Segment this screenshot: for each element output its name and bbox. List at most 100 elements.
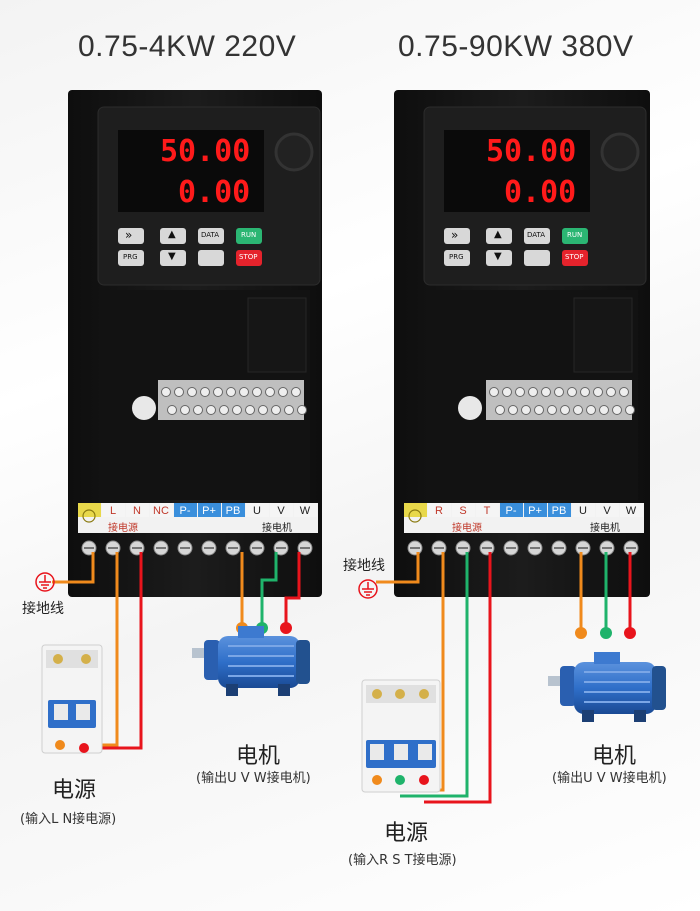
left-run-key[interactable]: [236, 228, 262, 244]
right-control-screw[interactable]: [580, 387, 590, 397]
left-terminal-label-P-: P-: [180, 505, 191, 517]
left-control-screw[interactable]: [213, 387, 223, 397]
left-control-screw[interactable]: [291, 387, 301, 397]
left-control-screw[interactable]: [284, 405, 294, 415]
left-control-screw[interactable]: [187, 387, 197, 397]
right-prg-key[interactable]: [444, 250, 470, 266]
left-control-screw[interactable]: [278, 387, 288, 397]
right-terminal-label-P-: P-: [506, 505, 517, 517]
right-display-bottom: 0.00: [504, 175, 577, 210]
right-control-screw[interactable]: [489, 387, 499, 397]
right-stop-key-label: STOP: [565, 253, 584, 261]
right-down-key[interactable]: [486, 250, 512, 266]
right-terminal-label-U: U: [579, 505, 587, 517]
left-control-screw[interactable]: [161, 387, 171, 397]
left-up-key-label: ▲: [168, 229, 176, 240]
right-stop-key[interactable]: [562, 250, 588, 266]
right-terminal-label-W: W: [626, 505, 637, 517]
left-control-screw[interactable]: [226, 387, 236, 397]
right-control-screw[interactable]: [554, 387, 564, 397]
left-control-terminals: [158, 380, 304, 420]
right-data-key[interactable]: [524, 228, 550, 244]
left-prg-key-label: PRG: [123, 253, 138, 261]
left-up-key[interactable]: [160, 228, 186, 244]
right-motor-w-point: [624, 627, 636, 639]
left-prg-key[interactable]: [118, 250, 144, 266]
right-control-screw[interactable]: [541, 387, 551, 397]
left-data-key[interactable]: [198, 228, 224, 244]
right-terminal-label-P+: P+: [528, 505, 542, 517]
left-control-screw[interactable]: [258, 405, 268, 415]
right-motor-note: (输出U V W接电机): [552, 771, 667, 786]
left-control-screw[interactable]: [167, 405, 177, 415]
right-terminal-cell-P-: [500, 503, 523, 517]
right-control-screw[interactable]: [515, 387, 525, 397]
right-control-screw[interactable]: [534, 405, 544, 415]
left-control-screw[interactable]: [200, 387, 210, 397]
left-fwd-key[interactable]: [118, 228, 144, 244]
right-run-key-label: RUN: [567, 231, 583, 239]
left-control-screw[interactable]: [252, 387, 262, 397]
right-control-screw[interactable]: [593, 387, 603, 397]
left-display-top: 50.00: [160, 134, 251, 169]
right-fwd-key[interactable]: [444, 228, 470, 244]
left-control-screw[interactable]: [206, 405, 216, 415]
right-control-screw[interactable]: [573, 405, 583, 415]
right-control-screw[interactable]: [508, 405, 518, 415]
left-knob[interactable]: [274, 132, 314, 172]
left-terminal-label-U: U: [253, 505, 261, 517]
right-control-screw[interactable]: [567, 387, 577, 397]
right-control-screw[interactable]: [547, 405, 557, 415]
left-keypad: [118, 228, 262, 266]
right-control-screw[interactable]: [502, 387, 512, 397]
left-wires: [52, 552, 301, 750]
right-prg-key-label: PRG: [449, 253, 464, 261]
left-control-screw[interactable]: [193, 405, 203, 415]
left-power-group-label: 接电源: [108, 523, 138, 534]
right-func-key[interactable]: [524, 250, 550, 266]
right-control-screw[interactable]: [612, 405, 622, 415]
left-control-screw[interactable]: [174, 387, 184, 397]
left-control-screw[interactable]: [239, 387, 249, 397]
right-ground-label: 接地线: [343, 558, 385, 574]
right-up-key[interactable]: [486, 228, 512, 244]
left-motor-note: (输出U V W接电机): [196, 771, 311, 786]
left-terminal-label-NC: NC: [153, 505, 169, 517]
left-terminal-cell-P-: [174, 503, 197, 517]
left-down-key[interactable]: [160, 250, 186, 266]
left-control-screw[interactable]: [297, 405, 307, 415]
left-terminal-label-N: N: [133, 505, 141, 517]
right-control-screw[interactable]: [586, 405, 596, 415]
left-control-screw[interactable]: [271, 405, 281, 415]
left-control-screw[interactable]: [180, 405, 190, 415]
right-run-key[interactable]: [562, 228, 588, 244]
right-control-screw[interactable]: [560, 405, 570, 415]
left-stop-key[interactable]: [236, 250, 262, 266]
left-title: 0.75-4KW 220V: [78, 30, 297, 63]
right-display: [444, 130, 590, 212]
right-down-key-label: ▼: [494, 251, 502, 262]
left-fwd-key-label: »: [125, 228, 133, 242]
right-control-screw[interactable]: [495, 405, 505, 415]
right-control-screw[interactable]: [619, 387, 629, 397]
left-control-screw[interactable]: [265, 387, 275, 397]
left-control-screw[interactable]: [245, 405, 255, 415]
left-display-bottom: 0.00: [178, 175, 251, 210]
right-motor-icon: [548, 652, 666, 722]
right-display-top: 50.00: [486, 134, 577, 169]
right-control-screw[interactable]: [521, 405, 531, 415]
right-control-screw[interactable]: [599, 405, 609, 415]
right-control-screw[interactable]: [528, 387, 538, 397]
right-breaker-icon: [361, 679, 441, 793]
right-terminal-cell-W: [620, 503, 643, 517]
left-breaker-icon: [41, 644, 103, 754]
right-control-screw[interactable]: [606, 387, 616, 397]
left-control-screw[interactable]: [219, 405, 229, 415]
left-control-screw[interactable]: [232, 405, 242, 415]
left-func-key[interactable]: [198, 250, 224, 266]
right-knob[interactable]: [600, 132, 640, 172]
left-terminal-label-PB: PB: [226, 505, 241, 517]
right-control-screw[interactable]: [625, 405, 635, 415]
right-terminal-label-R: R: [435, 505, 443, 517]
